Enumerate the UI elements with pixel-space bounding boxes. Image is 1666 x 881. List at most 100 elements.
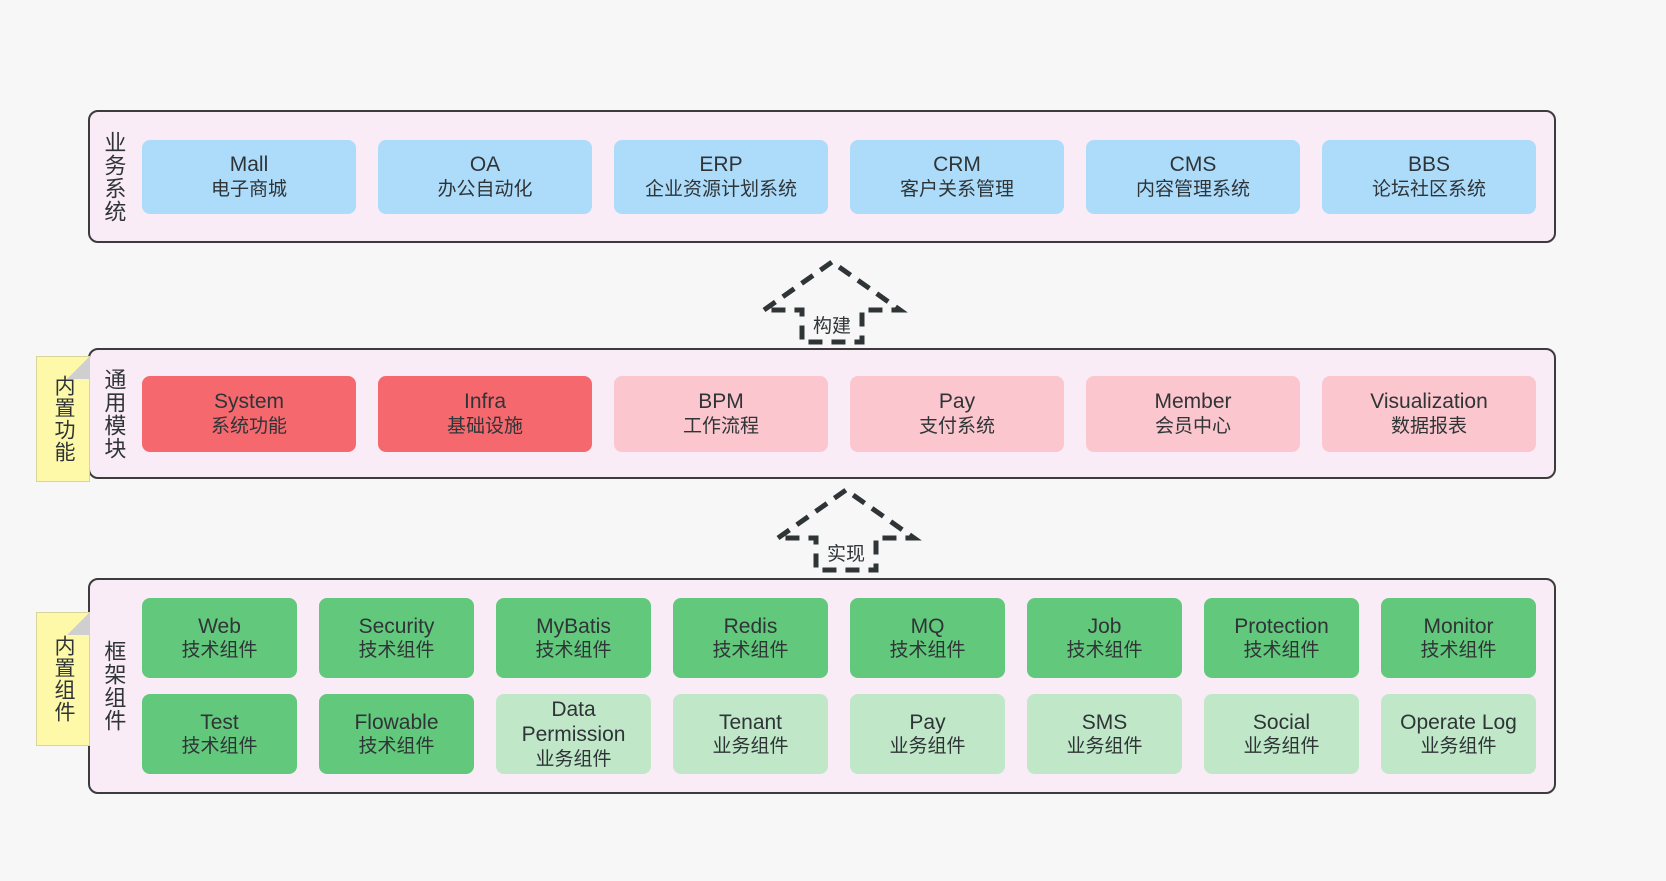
card-row: Web 技术组件 Security 技术组件 MyBatis 技术组件 Redi… [142, 598, 1536, 678]
card-monitor[interactable]: Monitor 技术组件 [1381, 598, 1536, 678]
card-subtitle: 技术组件 [535, 640, 612, 662]
card-title: Data Permission [521, 697, 626, 747]
card-subtitle: 系统功能 [210, 415, 287, 437]
layer-label-business-systems: 业务系统 [101, 130, 127, 223]
card-web[interactable]: Web 技术组件 [142, 598, 297, 678]
build-arrow-icon [756, 258, 908, 345]
card-title: System [213, 390, 284, 414]
card-erp[interactable]: ERP 企业资源计划系统 [614, 139, 828, 214]
card-title: BBS [1407, 153, 1451, 177]
card-title: Security [358, 614, 435, 638]
card-redis[interactable]: Redis 技术组件 [673, 598, 828, 678]
card-operate-log[interactable]: Operate Log 业务组件 [1381, 694, 1536, 774]
card-title: SMS [1081, 710, 1128, 734]
arrow-build: 构建 [756, 258, 908, 346]
card-subtitle: 企业资源计划系统 [644, 178, 797, 200]
card-title: BPM [698, 390, 744, 414]
card-mybatis[interactable]: MyBatis 技术组件 [496, 598, 651, 678]
card-subtitle: 论坛社区系统 [1371, 178, 1486, 200]
card-title: CRM [933, 153, 981, 177]
card-title: Job [1087, 614, 1122, 638]
card-title: Redis [723, 614, 778, 638]
card-title: Operate Log [1400, 710, 1517, 734]
card-subtitle: 电子商城 [210, 178, 287, 200]
card-subtitle: 客户关系管理 [899, 178, 1014, 200]
note-label: 内置组件 [51, 635, 75, 723]
card-title: Social [1252, 710, 1311, 734]
note-label: 内置功能 [51, 375, 75, 463]
card-row: System 系统功能 Infra 基础设施 BPM 工作流程 Pay 支付系统… [142, 375, 1536, 452]
card-visualization[interactable]: Visualization 数据报表 [1322, 375, 1536, 452]
card-title: MQ [910, 614, 945, 638]
layer-label-common-modules: 通用模块 [101, 367, 127, 460]
card-social[interactable]: Social 业务组件 [1204, 694, 1359, 774]
card-subtitle: 业务组件 [712, 736, 789, 758]
card-job[interactable]: Job 技术组件 [1027, 598, 1182, 678]
card-pay-module[interactable]: Pay 支付系统 [850, 375, 1064, 452]
layer-body-business-systems: Mall 电子商城 OA 办公自动化 ERP 企业资源计划系统 CRM 客户关系… [136, 112, 1554, 241]
card-data-permission[interactable]: Data Permission 业务组件 [496, 694, 651, 774]
card-subtitle: 技术组件 [1243, 640, 1320, 662]
card-title: Member [1154, 390, 1232, 414]
card-title: Flowable [354, 710, 439, 734]
card-title: Tenant [718, 710, 783, 734]
card-title: CMS [1169, 153, 1217, 177]
card-test[interactable]: Test 技术组件 [142, 694, 297, 774]
card-subtitle: 业务组件 [535, 749, 612, 771]
card-bpm[interactable]: BPM 工作流程 [614, 375, 828, 452]
layer-label-framework-components: 框架组件 [101, 640, 127, 732]
card-crm[interactable]: CRM 客户关系管理 [850, 139, 1064, 214]
card-subtitle: 会员中心 [1154, 415, 1231, 437]
card-title: OA [469, 153, 501, 177]
card-subtitle: 支付系统 [918, 415, 995, 437]
card-title: Pay [909, 710, 946, 734]
card-title: Web [198, 614, 241, 638]
card-member[interactable]: Member 会员中心 [1086, 375, 1300, 452]
card-subtitle: 技术组件 [889, 640, 966, 662]
card-oa[interactable]: OA 办公自动化 [378, 139, 592, 214]
card-subtitle: 业务组件 [889, 736, 966, 758]
card-title: Test [200, 710, 239, 734]
card-security[interactable]: Security 技术组件 [319, 598, 474, 678]
card-infra[interactable]: Infra 基础设施 [378, 375, 592, 452]
card-protection[interactable]: Protection 技术组件 [1204, 598, 1359, 678]
note-builtin-functions: 内置功能 [36, 356, 90, 482]
layer-business-systems: 业务系统 Mall 电子商城 OA 办公自动化 ERP 企业资源计划系统 CRM… [88, 110, 1556, 243]
card-subtitle: 工作流程 [682, 415, 759, 437]
card-subtitle: 技术组件 [358, 640, 435, 662]
layer-body-common-modules: System 系统功能 Infra 基础设施 BPM 工作流程 Pay 支付系统… [136, 350, 1554, 477]
note-builtin-components: 内置组件 [36, 612, 90, 746]
card-subtitle: 技术组件 [712, 640, 789, 662]
card-title: Visualization [1370, 390, 1488, 414]
card-flowable[interactable]: Flowable 技术组件 [319, 694, 474, 774]
card-title: MyBatis [536, 614, 611, 638]
card-title: ERP [699, 153, 743, 177]
card-sms[interactable]: SMS 业务组件 [1027, 694, 1182, 774]
card-cms[interactable]: CMS 内容管理系统 [1086, 139, 1300, 214]
arrow-implement: 实现 [770, 486, 922, 574]
card-subtitle: 业务组件 [1066, 736, 1143, 758]
layer-common-modules: 通用模块 System 系统功能 Infra 基础设施 BPM 工作流程 Pay… [88, 348, 1556, 479]
implement-arrow-icon [770, 486, 922, 573]
card-row: Test 技术组件 Flowable 技术组件 Data Permission … [142, 694, 1536, 774]
card-system[interactable]: System 系统功能 [142, 375, 356, 452]
card-mall[interactable]: Mall 电子商城 [142, 139, 356, 214]
card-subtitle: 基础设施 [446, 415, 523, 437]
card-subtitle: 技术组件 [181, 640, 258, 662]
card-subtitle: 办公自动化 [437, 178, 533, 200]
card-subtitle: 技术组件 [358, 736, 435, 758]
card-subtitle: 数据报表 [1390, 415, 1467, 437]
card-subtitle: 业务组件 [1420, 736, 1497, 758]
card-bbs[interactable]: BBS 论坛社区系统 [1322, 139, 1536, 214]
card-pay-component[interactable]: Pay 业务组件 [850, 694, 1005, 774]
card-subtitle: 内容管理系统 [1135, 178, 1250, 200]
card-tenant[interactable]: Tenant 业务组件 [673, 694, 828, 774]
layer-framework-components: 框架组件 Web 技术组件 Security 技术组件 MyBatis 技术组件… [88, 578, 1556, 794]
card-title: Infra [463, 390, 507, 414]
layer-body-framework-components: Web 技术组件 Security 技术组件 MyBatis 技术组件 Redi… [136, 580, 1554, 792]
card-mq[interactable]: MQ 技术组件 [850, 598, 1005, 678]
card-title: Monitor [1423, 614, 1494, 638]
card-subtitle: 技术组件 [1066, 640, 1143, 662]
card-subtitle: 技术组件 [181, 736, 258, 758]
